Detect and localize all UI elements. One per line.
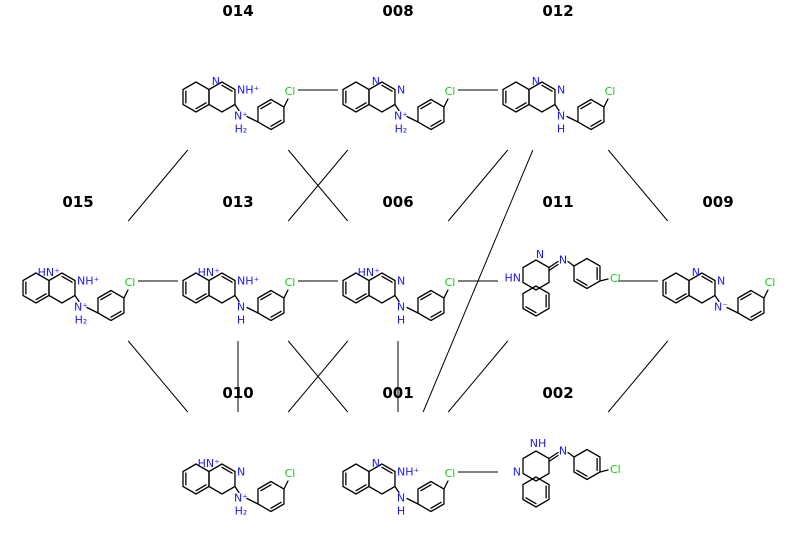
node-label: 014 — [222, 2, 253, 20]
ring-n1-atom: N — [692, 266, 700, 279]
ring-n1-atom: HN⁺ — [198, 266, 221, 279]
edge-011-001 — [447, 340, 509, 413]
node-label: 009 — [702, 193, 733, 211]
amine-h-atom: H — [237, 314, 245, 327]
ring-n2-atom: NH⁺ — [77, 275, 100, 288]
chlorine-atom: Cl — [445, 85, 456, 98]
edge-012-009 — [607, 149, 669, 222]
node-label: 011 — [542, 193, 573, 211]
edge-012-001 — [422, 149, 534, 413]
amine-atom: N⁺ — [234, 492, 248, 505]
edge-012-006 — [447, 149, 509, 222]
molecule-structure: HN⁺ N N⁺H₂ Cl — [182, 457, 296, 518]
amine-atom: N — [397, 492, 405, 505]
node-label: 006 — [382, 193, 413, 211]
amine-atom: N — [557, 110, 565, 123]
ring-n1-atom: HN⁺ — [38, 266, 61, 279]
amine-h-atom: H — [397, 314, 405, 327]
amine-atom: N⁺ — [394, 110, 408, 123]
ring-nh-atom: NH — [530, 437, 547, 450]
amine-h-atom: H₂ — [395, 123, 408, 136]
chlorine-atom: Cl — [285, 276, 296, 289]
chlorine-atom: Cl — [765, 276, 776, 289]
ring-n2-atom: N — [237, 466, 245, 479]
edge-015-010 — [127, 340, 189, 413]
nodes-layer: 014NNH⁺N⁺H₂Cl008NNN⁺H₂Cl012NNNHCl015HN⁺N… — [22, 2, 776, 518]
ring-n1-atom: HN⁺ — [358, 266, 381, 279]
node-label: 012 — [542, 2, 573, 20]
ring-n1-atom: N — [372, 457, 380, 470]
chlorine-atom: Cl — [285, 85, 296, 98]
ring-n2-atom: N — [557, 84, 565, 97]
ring-n2-atom: N — [397, 275, 405, 288]
chlorine-atom: Cl — [285, 467, 296, 480]
amine-h-atom: H₂ — [75, 314, 88, 327]
ring-n1-atom: HN⁺ — [198, 457, 221, 470]
molecule-structure: HN⁺ NH⁺ N⁺H₂ Cl — [22, 266, 136, 327]
amine-atom: N⁺ — [74, 301, 88, 314]
ring-n1-atom: N — [372, 75, 380, 88]
node-label: 002 — [542, 384, 573, 402]
amine-atom: N — [397, 301, 405, 314]
imine-atom: N — [559, 445, 567, 458]
ring-n2-atom: NH⁺ — [237, 275, 259, 288]
molecule-structure: N N N⁺H₂ Cl — [342, 75, 456, 136]
imine-atom: N — [559, 254, 567, 267]
chlorine-atom: Cl — [445, 467, 456, 480]
chlorine-atom: Cl — [445, 276, 456, 289]
ring-nh-atom: HN — [505, 272, 522, 285]
ring-n1-atom: N — [536, 248, 544, 261]
amine-h-atom: H₂ — [235, 123, 248, 136]
node-label: 001 — [382, 384, 413, 402]
ring-n2-atom: N — [397, 84, 405, 97]
edge-006-010 — [287, 340, 349, 413]
chlorine-atom: Cl — [125, 276, 136, 289]
chlorine-atom: Cl — [605, 85, 616, 98]
molecule-structure: HN⁺ NH⁺ NH Cl — [182, 266, 296, 327]
molecule-structure: HN N N Cl — [505, 248, 621, 317]
ring-n2-atom: N — [717, 275, 725, 288]
molecule-structure: NH N N Cl — [513, 437, 621, 508]
node-label: 015 — [62, 193, 93, 211]
edges-layer — [127, 89, 669, 473]
edge-009-002 — [607, 340, 669, 413]
chlorine-atom: Cl — [610, 272, 621, 285]
node-label: 010 — [222, 384, 253, 402]
molecule-structure: N N N⁻ Cl — [662, 266, 776, 322]
chlorine-atom: Cl — [610, 463, 621, 476]
edge-008-013 — [287, 149, 349, 222]
molecule-structure: N NH⁺ N⁺H₂ Cl — [182, 75, 296, 136]
ring-n1-atom: N — [212, 75, 220, 88]
node-label: 008 — [382, 2, 413, 20]
ring-n2-atom: NH⁺ — [237, 84, 259, 97]
amine-h-atom: H — [557, 123, 565, 136]
amine-h-atom: H — [397, 505, 405, 518]
amine-atom: N⁻ — [714, 301, 728, 314]
ring-n2-atom: NH⁺ — [397, 466, 420, 479]
node-label: 013 — [222, 193, 253, 211]
amine-h-atom: H₂ — [235, 505, 248, 518]
amine-atom: N — [237, 301, 245, 314]
edge-014-015 — [127, 149, 189, 222]
ring-n1-atom: N — [513, 466, 521, 479]
amine-atom: N⁺ — [234, 110, 248, 123]
ring-n1-atom: N — [532, 75, 540, 88]
